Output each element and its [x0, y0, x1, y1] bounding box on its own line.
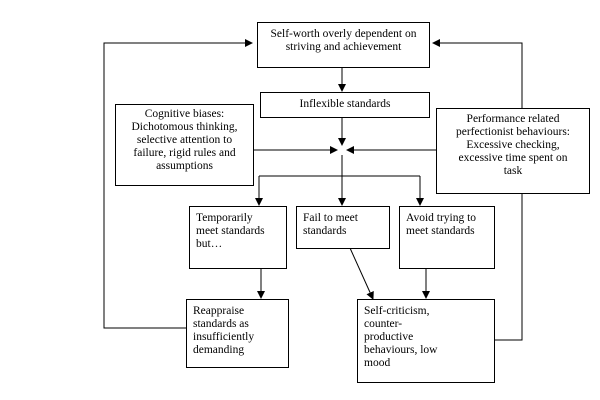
- node-cognitive-biases-text: Cognitive biases: Dichotomous thinking, …: [131, 108, 238, 172]
- node-self-criticism-text: Self-criticism, counter- productive beha…: [364, 305, 438, 369]
- node-performance-behaviours: Performance related perfectionist behavi…: [436, 108, 590, 194]
- node-temporarily-meet-text: Temporarily meet standards but…: [196, 212, 265, 250]
- node-reappraise-standards: Reappraise standards as insufficiently d…: [186, 299, 289, 368]
- node-avoid-trying-text: Avoid trying to meet standards: [406, 212, 477, 237]
- feedback-loop-left: [103, 39, 253, 329]
- node-performance-behaviours-text: Performance related perfectionist behavi…: [455, 113, 570, 177]
- node-avoid-trying: Avoid trying to meet standards: [399, 206, 495, 269]
- node-reappraise-standards-text: Reappraise standards as insufficiently d…: [193, 305, 255, 356]
- node-temporarily-meet: Temporarily meet standards but…: [189, 206, 287, 269]
- node-fail-to-meet-text: Fail to meet standards: [303, 212, 358, 237]
- node-inflexible-standards-text: Inflexible standards: [299, 98, 391, 110]
- node-inflexible-standards: Inflexible standards: [260, 92, 430, 118]
- arrow-fail-to-selfcriticism: [349, 247, 374, 300]
- node-self-worth-text: Self-worth overly dependent on striving …: [270, 28, 417, 53]
- node-self-worth: Self-worth overly dependent on striving …: [257, 22, 430, 68]
- node-fail-to-meet: Fail to meet standards: [296, 206, 390, 249]
- node-self-criticism: Self-criticism, counter- productive beha…: [357, 299, 495, 383]
- node-cognitive-biases: Cognitive biases: Dichotomous thinking, …: [115, 104, 254, 186]
